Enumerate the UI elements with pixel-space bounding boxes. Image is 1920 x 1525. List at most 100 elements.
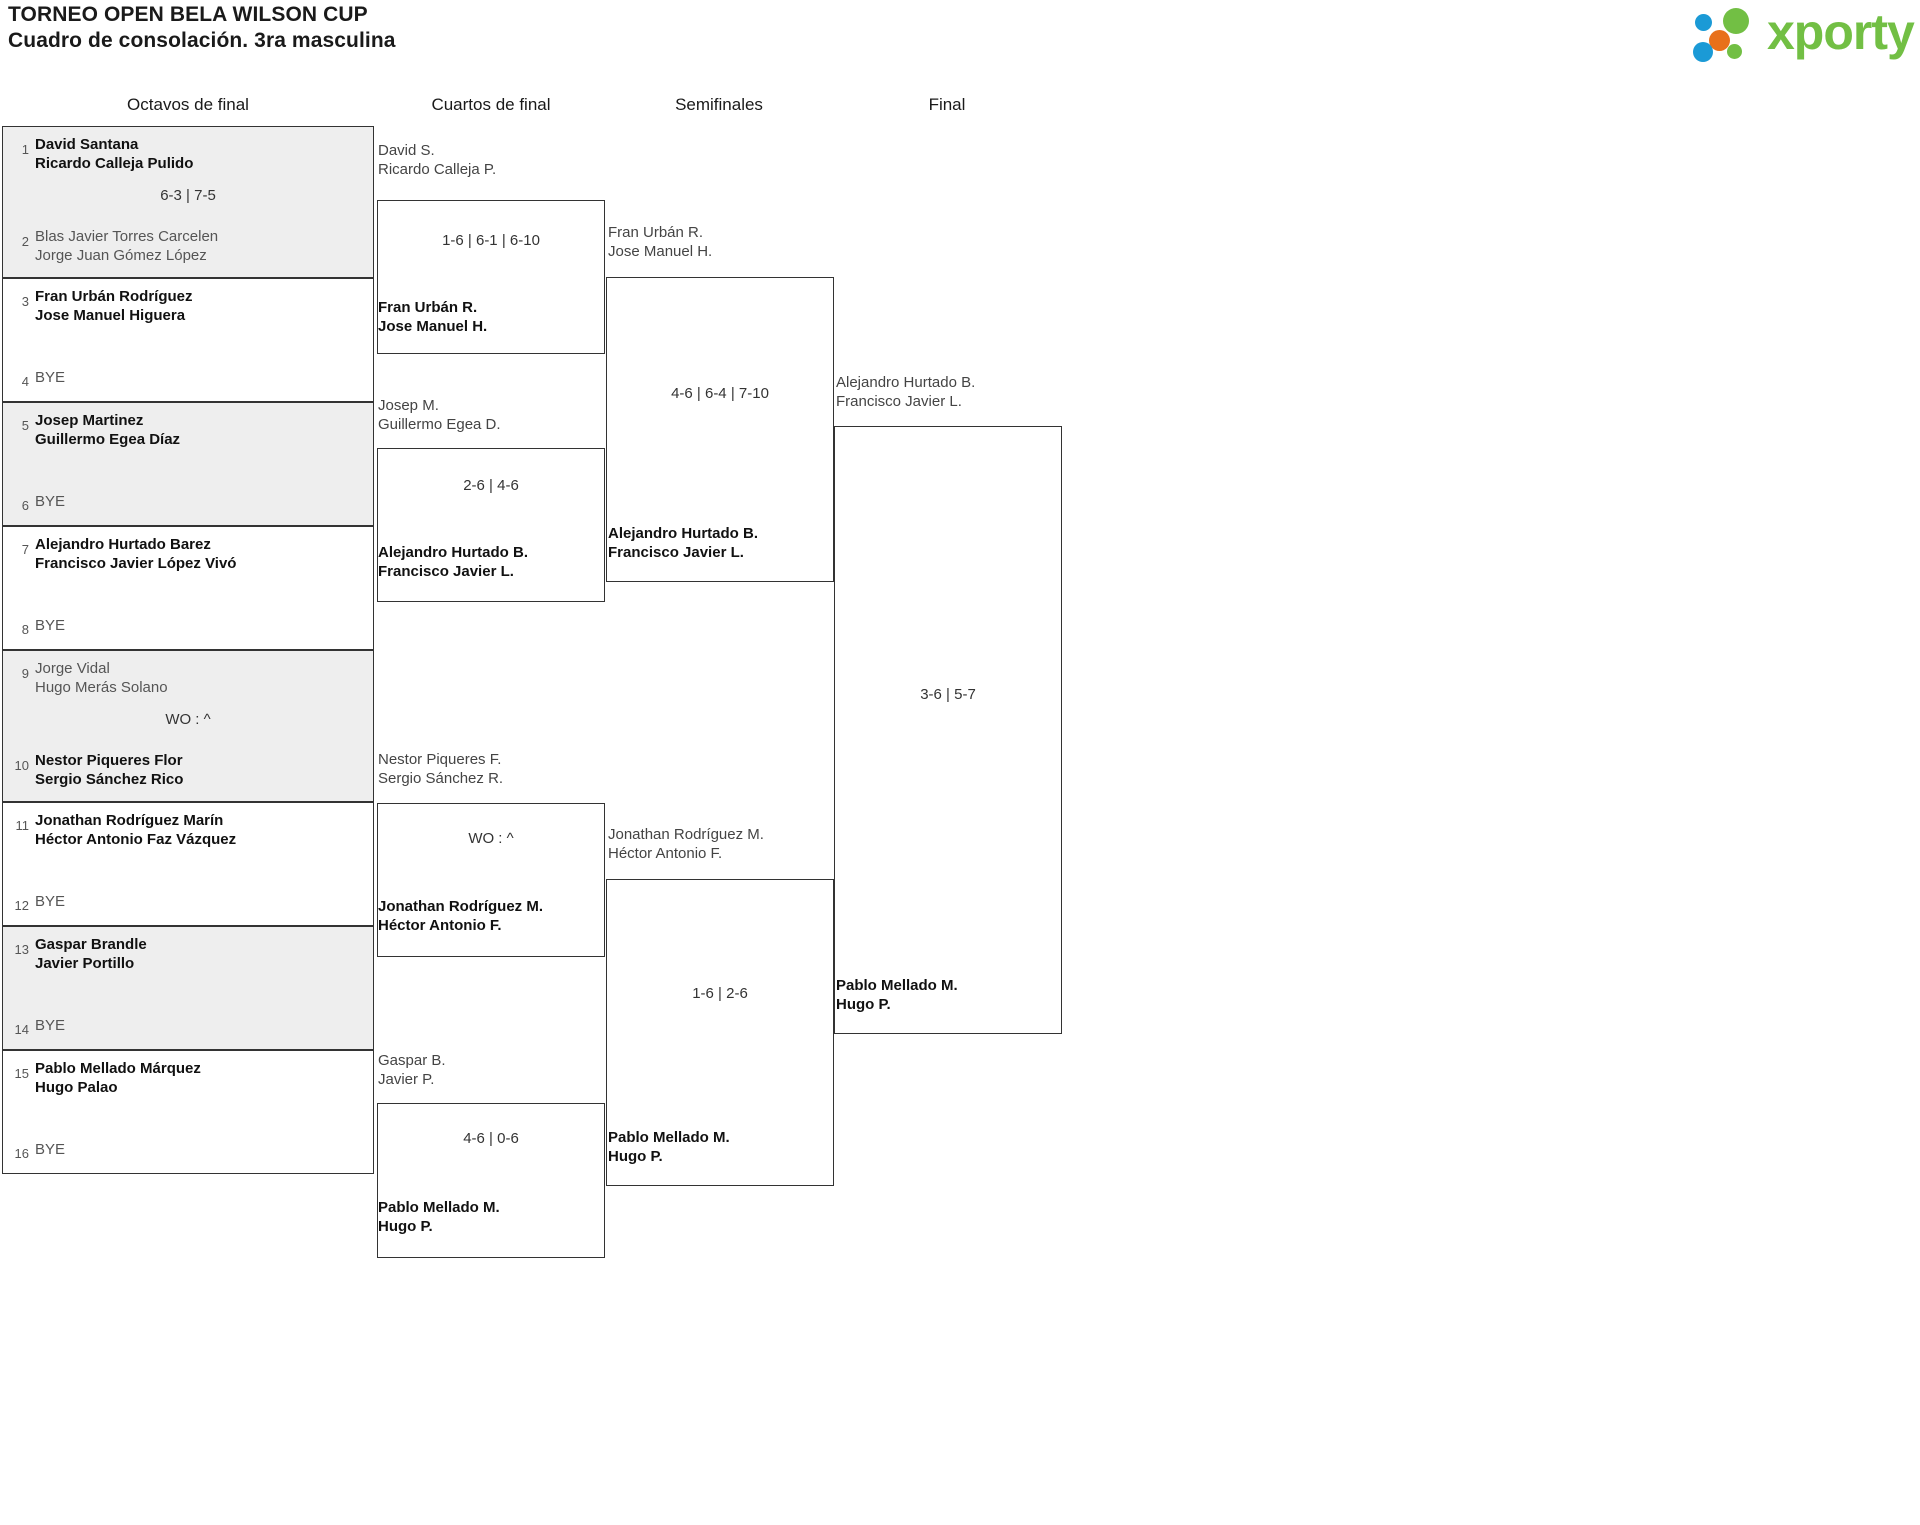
player-name: Nestor Piqueres F. [378,751,502,768]
player-slot[interactable]: 16 BYE [3,1139,373,1161]
logo-dot-green-small [1727,44,1742,59]
team-names: Alejandro Hurtado B. Francisco Javier L. [608,524,758,562]
match-score: 3-6 | 5-7 [920,686,976,703]
player-slot[interactable]: 11 Jonathan Rodríguez Marín Héctor Anton… [3,811,373,849]
team-names: Fran Urbán R. Jose Manuel H. [608,223,712,261]
player-name: Pablo Mellado M. [836,977,958,994]
team-names: Fran Urbán R. Jose Manuel H. [378,298,487,336]
match-row[interactable]: 13 Gaspar Brandle Javier Portillo 14 BYE [2,926,374,1050]
match-box[interactable] [377,448,605,602]
match-score: WO : ^ [165,711,211,728]
match-score: 4-6 | 0-6 [463,1130,519,1147]
team-names: Nestor Piqueres Flor Sergio Sánchez Rico [35,751,373,789]
player-slot[interactable]: 8 BYE [3,615,373,637]
player-slot[interactable]: 5 Josep Martinez Guillermo Egea Díaz [3,411,373,449]
bye-label: BYE [35,493,66,510]
player-name: Alejandro Hurtado Barez [35,536,211,553]
seed-number: 16 [14,1146,29,1161]
player-name: Josep Martinez [35,412,144,429]
match-row[interactable]: 1 David Santana Ricardo Calleja Pulido 6… [2,126,374,278]
match-box[interactable] [834,426,1062,1034]
player-name: Jonathan Rodríguez M. [608,826,764,843]
logo-dot-green-large [1723,8,1749,34]
seed-number: 12 [14,898,29,913]
match-box[interactable] [377,803,605,957]
player-name: Jonathan Rodríguez Marín [35,812,224,829]
match-row[interactable]: 11 Jonathan Rodríguez Marín Héctor Anton… [2,802,374,926]
player-name: Jorge Juan Gómez López [35,247,207,264]
player-name: Héctor Antonio F. [378,917,502,934]
player-slot[interactable]: 1 David Santana Ricardo Calleja Pulido [3,135,373,173]
player-name: Fran Urbán Rodríguez [35,288,193,305]
seed-number: 8 [21,622,29,637]
player-slot[interactable]: 6 BYE [3,491,373,513]
player-name: David S. [378,142,435,159]
player-name: Alejandro Hurtado B. [836,374,976,391]
team-names: David S. Ricardo Calleja P. [378,141,496,179]
player-name: Pablo Mellado M. [608,1129,730,1146]
match-score: WO : ^ [468,830,514,847]
seed-number: 11 [15,818,30,833]
match-row[interactable]: 9 Jorge Vidal Hugo Merás Solano WO : ^ 1… [2,650,374,802]
seed-number: 13 [14,942,29,957]
player-name: Alejandro Hurtado B. [608,525,759,542]
player-slot[interactable]: 15 Pablo Mellado Márquez Hugo Palao [3,1059,373,1097]
match-row[interactable]: 5 Josep Martinez Guillermo Egea Díaz 6 B… [2,402,374,526]
bye-label: BYE [35,1141,66,1158]
player-slot[interactable]: 4 BYE [3,367,373,389]
match-row[interactable]: 7 Alejandro Hurtado Barez Francisco Javi… [2,526,374,650]
player-slot[interactable]: 3 Fran Urbán Rodríguez Jose Manuel Higue… [3,287,373,325]
page-title: TORNEO OPEN BELA WILSON CUP Cuadro de co… [8,2,1208,54]
team-names: Nestor Piqueres F. Sergio Sánchez R. [378,750,503,788]
player-name: Fran Urbán R. [608,224,704,241]
player-slot[interactable]: 12 BYE [3,891,373,913]
player-slot[interactable]: 7 Alejandro Hurtado Barez Francisco Javi… [3,535,373,573]
player-name: Héctor Antonio Faz Vázquez [35,831,237,848]
team-names: Jorge Vidal Hugo Merás Solano [35,659,373,697]
player-slot[interactable]: 9 Jorge Vidal Hugo Merás Solano [3,659,373,697]
player-name: Guillermo Egea D. [378,416,501,433]
match-box[interactable] [377,200,605,354]
match-box[interactable] [377,1103,605,1258]
match-box[interactable] [606,277,834,582]
player-name: Pablo Mellado M. [378,1199,500,1216]
player-slot[interactable]: 10 Nestor Piqueres Flor Sergio Sánchez R… [3,751,373,789]
match-score: 4-6 | 6-4 | 7-10 [671,385,769,402]
bye-label: BYE [35,617,66,634]
seed-number: 1 [21,142,29,157]
round-header-semifinales: Semifinales [675,95,763,114]
player-name: Ricardo Calleja Pulido [35,155,194,172]
bye-label: BYE [35,369,66,386]
player-name: Jose Manuel H. [608,243,713,260]
player-name: Guillermo Egea Díaz [35,431,181,448]
seed-number: 7 [21,542,29,557]
player-name: Javier P. [378,1071,435,1088]
player-name: Javier Portillo [35,955,135,972]
player-name: Francisco Javier L. [378,563,514,580]
xporty-logo: xporty [1693,4,1915,62]
bye-label: BYE [35,893,66,910]
player-name: Francisco Javier L. [608,544,744,561]
player-name: Hugo Palao [35,1079,118,1096]
round-header-final: Final [928,95,966,114]
team-names: Alejandro Hurtado B. Francisco Javier L. [378,543,528,581]
player-name: Gaspar B. [378,1052,446,1069]
player-name: Jorge Vidal [35,660,110,677]
match-row[interactable]: 3 Fran Urbán Rodríguez Jose Manuel Higue… [2,278,374,402]
seed-number: 4 [21,374,29,389]
player-name: Hugo P. [378,1218,433,1235]
player-slot[interactable]: 13 Gaspar Brandle Javier Portillo [3,935,373,973]
seed-number: 15 [14,1066,29,1081]
player-name: Ricardo Calleja P. [378,161,497,178]
player-slot[interactable]: 14 BYE [3,1015,373,1037]
team-names: Pablo Mellado M. Hugo P. [836,976,958,1014]
team-names: Jonathan Rodríguez M. Héctor Antonio F. [608,825,764,863]
match-box[interactable] [606,879,834,1186]
player-slot[interactable]: 2 Blas Javier Torres Carcelen Jorge Juan… [3,227,373,265]
team-names: Pablo Mellado M. Hugo P. [378,1198,500,1236]
player-name: Pablo Mellado Márquez [35,1060,201,1077]
player-name: Alejandro Hurtado B. [378,544,529,561]
team-names: Pablo Mellado Márquez Hugo Palao [35,1059,373,1097]
match-row[interactable]: 15 Pablo Mellado Márquez Hugo Palao 16 B… [2,1050,374,1174]
